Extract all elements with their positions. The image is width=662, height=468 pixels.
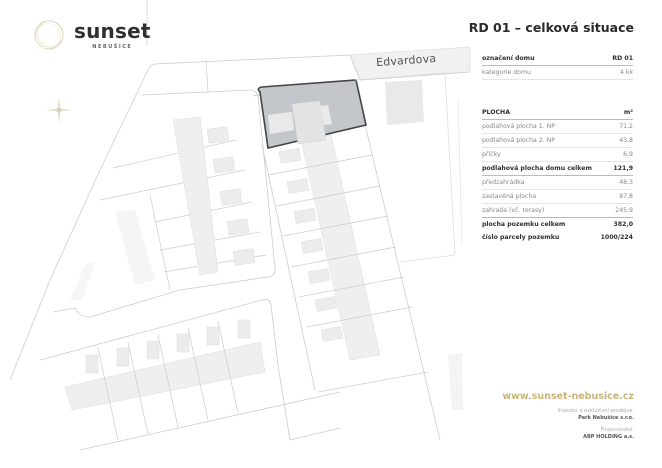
row-value: 382,0 (613, 221, 633, 228)
table-row: podlahová plocha 1. NP 71,2 (482, 120, 633, 134)
row-label: PLOCHA (482, 109, 511, 116)
investor-caption: Investor a exkluzivní prodejce: (557, 408, 634, 414)
brand-name: sunset (74, 18, 151, 43)
page-title: RD 01 – celková situace (468, 20, 634, 35)
sun-ring-icon (34, 20, 64, 50)
row-label: označení domu (482, 55, 535, 62)
row-value: 1000/224 (600, 234, 633, 241)
row-label: předzahrádka (482, 179, 525, 186)
brand-subtitle: NEBUŠICE (92, 43, 133, 50)
info-table: označení domu RD 01 kategorie domu 4 kk … (482, 52, 633, 244)
total-plot-row: plocha pozemku celkem 382,0 (482, 218, 633, 231)
row-label: kategorie domu (482, 69, 531, 76)
financier-caption: Financovatel: (600, 427, 634, 433)
row-value: 87,8 (619, 193, 633, 200)
row-label: podlahová plocha domu celkem (482, 165, 592, 172)
unit-label: m² (623, 109, 633, 116)
row-label: plocha pozemku celkem (482, 221, 566, 228)
compass-rose-icon (45, 96, 73, 124)
row-label: podlahová plocha 1. NP (482, 123, 556, 130)
row-value: 48,3 (619, 179, 633, 186)
footer: www.sunset-nebusice.cz Investor a exkluz… (502, 391, 634, 440)
total-house-row: podlahová plocha domu celkem 121,9 (482, 162, 633, 176)
row-value: 6,9 (623, 151, 633, 158)
website-link[interactable]: www.sunset-nebusice.cz (502, 391, 634, 402)
row-value: 4 kk (619, 69, 633, 76)
financier-name: ABP HOLDING a.s. (583, 434, 634, 440)
row-value: RD 01 (612, 55, 633, 62)
brand-logo: sunset NEBUŠICE (32, 18, 151, 52)
table-row: označení domu RD 01 (482, 52, 633, 66)
investor-name: Park Nebušice s.r.o. (578, 415, 634, 421)
parcel-row: číslo parcely pozemku 1000/224 (482, 231, 633, 244)
table-row: příčky 6,9 (482, 148, 633, 162)
table-row: podlahová plocha 2. NP 43,8 (482, 134, 633, 148)
row-label: podlahová plocha 2. NP (482, 137, 556, 144)
row-value: 245,9 (615, 207, 633, 214)
row-value: 71,2 (619, 123, 633, 130)
table-row: zahrada (vč. terasy) 245,9 (482, 204, 633, 218)
row-value: 121,9 (613, 165, 633, 172)
row-label: číslo parcely pozemku (482, 234, 560, 241)
table-row: předzahrádka 48,3 (482, 176, 633, 190)
row-label: zastavěná plocha (482, 193, 537, 200)
table-row: zastavěná plocha 87,8 (482, 190, 633, 204)
row-label: příčky (482, 151, 501, 158)
area-header: PLOCHA m² (482, 106, 633, 120)
table-row: kategorie domu 4 kk (482, 66, 633, 80)
row-label: zahrada (vč. terasy) (482, 207, 545, 214)
row-value: 43,8 (619, 137, 633, 144)
